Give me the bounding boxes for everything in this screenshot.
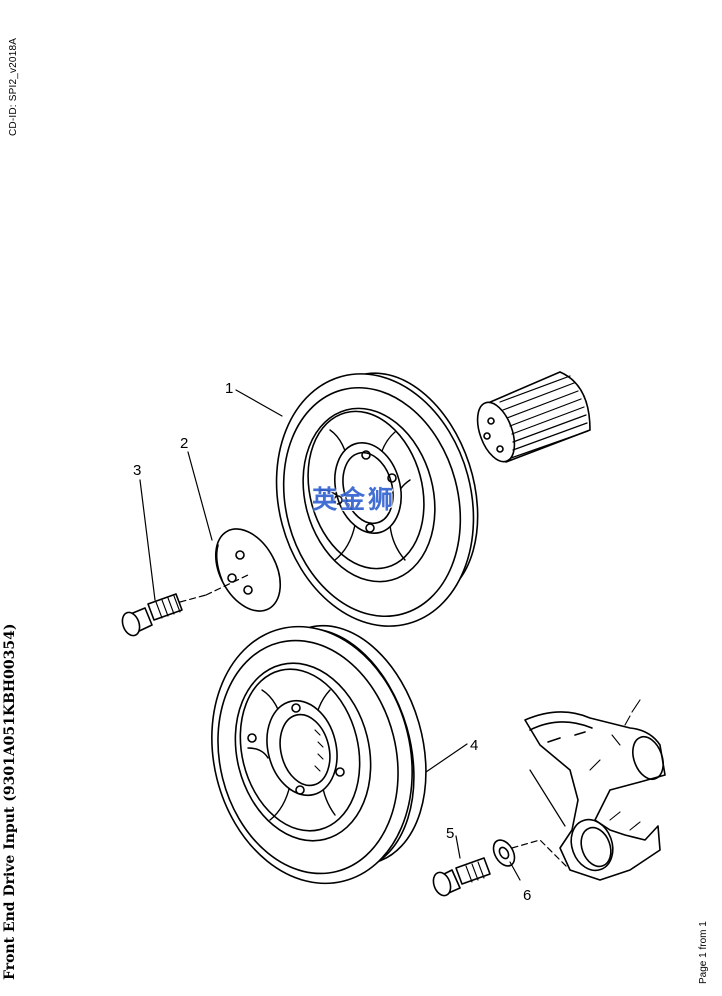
bolt-upper [121,593,207,637]
callout-leaders [139,389,566,881]
upper-pulley [275,372,479,627]
callout-1: 1 [225,380,233,397]
washer-plate [205,528,282,612]
callout-2: 2 [180,435,188,452]
callout-3: 3 [133,462,141,479]
callout-6: 6 [523,887,531,904]
callout-4: 4 [470,737,478,754]
bolt-lower [432,857,491,897]
callout-5: 5 [446,825,454,842]
timing-cover-fragment [524,699,666,881]
watermark-logo: 英金狮 [312,485,397,514]
washer [492,839,569,869]
crankshaft-nose [476,371,591,463]
lower-pulley [211,624,427,885]
